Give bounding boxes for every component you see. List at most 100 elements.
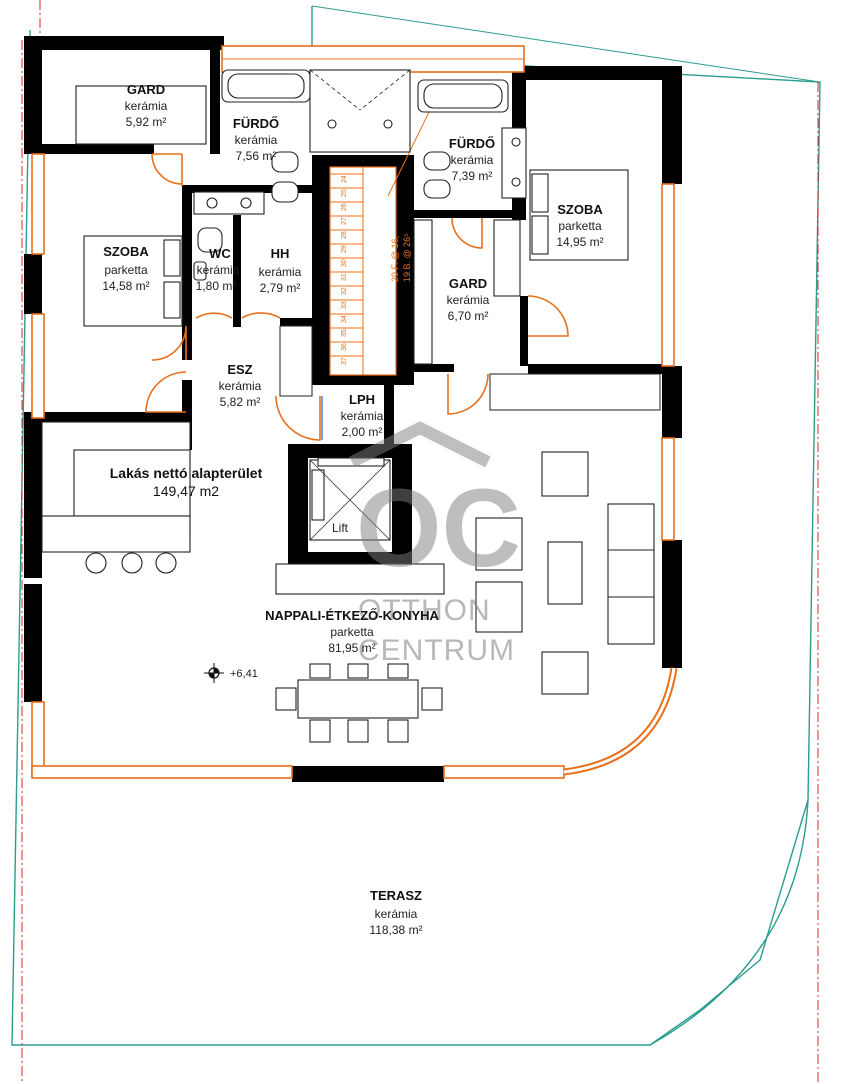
stair-step-number: 29 [341, 245, 348, 253]
wall-left-upper [24, 36, 42, 154]
watermark: OC OTTHON CENTRUM [349, 421, 521, 667]
room-gard2-material: kerámia [447, 293, 490, 307]
wall-stair-right [396, 155, 414, 385]
room-gard1-area: 5,92 m² [126, 115, 167, 129]
bed-szoba1-pillow [163, 239, 181, 277]
summary-label: Lakás nettó alapterület [110, 465, 263, 481]
stair-step-number: 30 [341, 259, 348, 267]
lift-label: Lift [332, 521, 349, 535]
room-hh-material: kerámia [259, 265, 302, 279]
wall-south-mid [292, 766, 444, 782]
wall-right-upper [662, 66, 682, 184]
room-esz-area: 5,82 m² [220, 395, 261, 409]
window-left-esz [31, 313, 45, 419]
wall-left-mid1 [24, 254, 42, 314]
watermark-house-icon [349, 421, 491, 468]
door-gard2 [527, 295, 569, 337]
window-south-left [31, 765, 293, 779]
room-labels: GARD kerámia 5,92 m² FÜRDŐ kerámia 7,56 … [102, 82, 603, 937]
room-gard2-name: GARD [449, 276, 487, 291]
door-szoba1 [151, 325, 187, 361]
level-marker: +6,41 [204, 663, 258, 683]
wall-stair-left [312, 155, 330, 385]
sofa [607, 503, 655, 645]
wall-gard1-bottom [24, 144, 154, 154]
room-furdo1-name: FÜRDŐ [233, 116, 279, 131]
watermark-logo: OC [356, 467, 521, 590]
sink-2-bowl [511, 137, 521, 147]
room-lph-material: kerámia [341, 409, 384, 423]
room-szoba2-material: parketta [558, 219, 602, 233]
bathtub-1-inner [227, 73, 305, 99]
armchair-3 [475, 581, 523, 633]
room-wc-material: kerámia [197, 263, 240, 277]
bathtub-2-inner [423, 83, 503, 109]
bidet-1 [271, 181, 299, 203]
room-terasz-name: TERASZ [370, 888, 422, 903]
doors [145, 153, 569, 441]
room-furdo1-material: kerámia [235, 133, 278, 147]
stair-step-number: 36 [341, 343, 348, 351]
closet-gard2 [413, 219, 433, 365]
watermark-line1: OTTHON [358, 594, 491, 627]
wall-szoba2-bottom [528, 364, 662, 374]
wall-left-lower [24, 584, 42, 702]
armchair-2 [475, 517, 523, 571]
terrace-edge [649, 799, 809, 1046]
bed-szoba2-pillow2 [531, 215, 549, 255]
wall-lph-right [384, 385, 394, 445]
wall-szoba1-right [182, 185, 192, 360]
room-wc-area: 1,80 m² [196, 279, 237, 293]
wall-top-left [24, 36, 224, 50]
drain-icon-2 [383, 119, 393, 129]
window-right-living [661, 437, 675, 541]
door-gard1 [151, 153, 183, 185]
door-wc [195, 312, 233, 319]
stair-step-number: 37 [341, 357, 348, 365]
sink-1 [193, 191, 265, 215]
bed-szoba2-pillow [531, 173, 549, 213]
wall-furdo1-bottom [182, 185, 312, 193]
dining-chair-2 [347, 663, 369, 679]
kitchen-bar [41, 515, 191, 553]
sink-2-bowl-2 [511, 177, 521, 187]
dining-chair-5 [347, 719, 369, 743]
bar-stool-2 [121, 552, 143, 574]
stair-step-number: 25 [341, 189, 348, 197]
stair-formula-2: 19 B. @ 26⁵ [402, 233, 412, 282]
stair-step-number: 31 [341, 273, 348, 281]
toilet-2 [423, 151, 451, 171]
stair-step-number: 32 [341, 287, 348, 295]
bed-szoba1-pillow2 [163, 281, 181, 319]
room-gard1-material: kerámia [125, 99, 168, 113]
wall-hh-bottom [280, 318, 314, 326]
level-marker-fill [209, 668, 219, 678]
door-furdo2 [451, 217, 483, 249]
wall-top-right [524, 66, 682, 80]
window-curved-inner [563, 667, 676, 774]
room-lph-name: LPH [349, 392, 375, 407]
room-gard2-area: 6,70 m² [448, 309, 489, 323]
room-szoba1-material: parketta [104, 263, 148, 277]
room-furdo2-area: 7,39 m² [452, 169, 493, 183]
site-boundary-top [311, 5, 821, 83]
wall-gard1-right [210, 50, 220, 154]
stair-step-number: 24 [341, 175, 348, 183]
summary-value: 149,47 m2 [153, 483, 219, 499]
door-esz [145, 371, 187, 413]
dining-chair-8 [421, 687, 443, 711]
room-szoba1-name: SZOBA [103, 244, 149, 259]
sink-1-bowl [206, 197, 218, 209]
stair-step-number: 26 [341, 203, 348, 211]
dining-chair-3 [387, 663, 409, 679]
room-esz-material: kerámia [219, 379, 262, 393]
shower-1-diag2 [359, 69, 411, 111]
stair-step-number: 27 [341, 217, 348, 225]
coffee-table [547, 541, 583, 605]
kitchen-island [73, 449, 191, 517]
level-marker-text: +6,41 [230, 668, 258, 680]
partition-hall [279, 325, 313, 397]
wall-wc-right [233, 215, 241, 327]
entrance-wardrobe [275, 563, 445, 595]
